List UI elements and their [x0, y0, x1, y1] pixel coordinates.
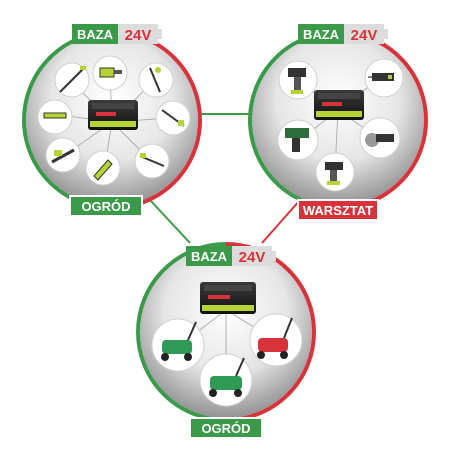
group-label-text: OGRÓD	[81, 199, 130, 214]
pole-pruner-icon	[85, 150, 121, 186]
battery-pack	[88, 100, 138, 130]
battery-badge: BAZA 24V	[186, 246, 276, 266]
battery-badge-prefix: BAZA	[77, 27, 114, 42]
battery-badge: BAZA 24V	[72, 24, 162, 44]
pole-saw-icon	[54, 62, 90, 98]
battery-badge: BAZA 24V	[298, 24, 388, 44]
lawn-mower-center-icon	[199, 353, 253, 407]
group-garden-bottom: BAZA 24V	[136, 242, 316, 439]
group-label: OGRÓD	[69, 195, 143, 217]
battery-badge-voltage: 24V	[239, 249, 266, 266]
impact-wrench-icon	[315, 152, 355, 192]
battery-badge-prefix: BAZA	[191, 249, 228, 264]
reciprocating-saw-icon	[364, 58, 404, 98]
grass-trimmer-icon	[138, 62, 174, 98]
group-label: OGRÓD	[189, 417, 263, 439]
nailer-icon	[277, 119, 319, 161]
group-label: WARSZTAT	[297, 199, 379, 221]
battery-pack	[200, 282, 256, 314]
angle-grinder-icon	[359, 117, 401, 159]
group-label-text: OGRÓD	[201, 421, 250, 436]
lawn-mower-green-icon	[151, 318, 205, 372]
connectors	[149, 113, 301, 244]
battery-badge-voltage: 24V	[351, 27, 378, 44]
connector-garden-bottom	[149, 199, 191, 244]
leaf-blower-icon	[45, 137, 81, 173]
group-label-text: WARSZTAT	[303, 203, 373, 218]
group-garden-top: BAZA 24V	[22, 24, 202, 217]
connector-workshop-bottom	[261, 199, 301, 244]
battery-pack	[314, 90, 364, 120]
battery-badge-voltage: 24V	[125, 27, 152, 44]
long-reach-hedge-trimmer-icon	[155, 100, 191, 136]
lawn-mower-red-icon	[249, 313, 303, 367]
group-workshop: BAZA 24V	[248, 24, 428, 221]
battery-badge-prefix: BAZA	[303, 27, 340, 42]
hedge-trimmer-icon	[37, 99, 73, 135]
chainsaw-icon	[92, 55, 128, 91]
telescopic-trimmer-icon	[134, 143, 170, 179]
drill-driver-icon	[278, 60, 318, 100]
